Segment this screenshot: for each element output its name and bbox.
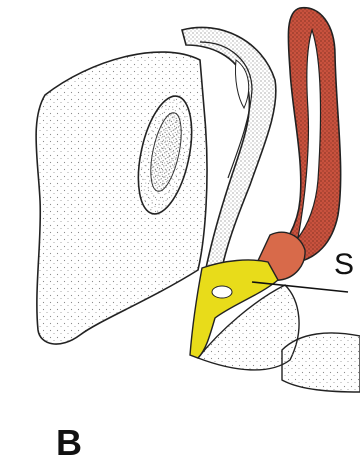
yellow-cavity xyxy=(212,286,232,298)
left-mass xyxy=(36,52,207,344)
structure-label-s: S xyxy=(334,250,354,280)
lower-right-tissue xyxy=(282,333,360,392)
panel-label-b: B xyxy=(56,425,82,461)
